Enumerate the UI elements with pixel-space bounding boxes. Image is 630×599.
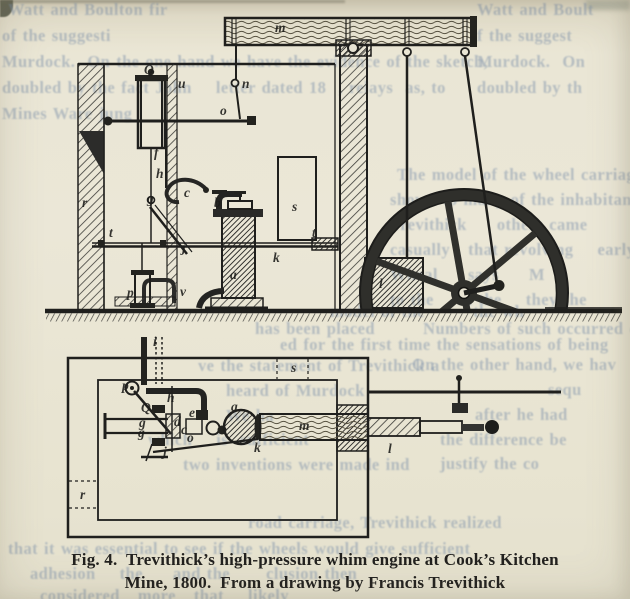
figure-part-label-c: c bbox=[184, 185, 190, 200]
figure-caption-line-2: Mine, 1800. From a drawing by Francis Tr… bbox=[124, 573, 506, 592]
ghost-text-line: heard of Murdock bbox=[226, 381, 365, 400]
ghost-text-line: after he had bbox=[475, 405, 568, 424]
plan-outer-wall bbox=[66, 356, 370, 539]
ghost-text-line: Watt and Boult bbox=[477, 0, 594, 19]
shaft-and-coupling bbox=[222, 408, 499, 446]
figure-part-label-h: h bbox=[167, 390, 175, 405]
feed-pipes bbox=[114, 243, 176, 308]
ghost-text-line: two inventions were made ind bbox=[183, 455, 410, 474]
plan-crank-rod bbox=[368, 375, 561, 413]
figure-part-label-o: o bbox=[220, 103, 227, 118]
connecting-rod-and-crank bbox=[402, 47, 505, 296]
figure-part-label-g: g bbox=[147, 191, 154, 206]
plan-inner-wall bbox=[97, 379, 338, 521]
figure-part-label-e: e bbox=[189, 405, 195, 420]
cylinder bbox=[196, 191, 268, 310]
ghost-text-line: the difference be bbox=[440, 430, 567, 449]
figure-part-label-j: j bbox=[182, 240, 186, 255]
figure-part-label-s: s bbox=[292, 199, 298, 214]
figure-part-label-m: m bbox=[299, 418, 310, 433]
figure-part-label-c: c bbox=[181, 422, 187, 437]
figure-part-label-p: p bbox=[122, 378, 129, 393]
ghost-text-line: adhesion the and the clusion then bbox=[30, 564, 358, 583]
figure-part-label-a: a bbox=[230, 267, 237, 282]
pump-barrel bbox=[135, 68, 168, 243]
ghost-text-line: Murdock. On the one hand we have the evi… bbox=[2, 52, 489, 71]
figure-part-label-g: g bbox=[138, 425, 145, 440]
figure-part-label-j: j bbox=[163, 444, 167, 459]
water-tank bbox=[277, 156, 317, 241]
figure-part-label-l: l bbox=[388, 441, 392, 456]
ghost-text-line: sequ bbox=[548, 380, 582, 399]
figure-part-label-Q: Q bbox=[144, 62, 154, 77]
figure-part-label-v: v bbox=[180, 284, 186, 299]
engine-house-frame bbox=[77, 62, 336, 312]
ghost-text-line: has been placed Numbers of such occurred… bbox=[255, 319, 630, 338]
ghost-text-line: doubled by th bbox=[477, 78, 583, 97]
figure-part-label-h: h bbox=[156, 166, 164, 181]
figure-part-label-n: n bbox=[242, 76, 250, 91]
ghost-text-line: On the other hand, we hav bbox=[412, 355, 617, 374]
figure-part-label-b: b bbox=[214, 195, 221, 210]
figure-part-label-o: o bbox=[187, 430, 194, 445]
figure-part-label-g: g bbox=[139, 415, 146, 430]
figure-part-label-t: t bbox=[312, 225, 316, 240]
figure-caption-line-1: Fig. 4. Trevithick’s high-pressure whim … bbox=[71, 550, 559, 569]
ghost-text-line: justify the co bbox=[440, 454, 540, 473]
ghost-text-line: that it was essential to see if the whee… bbox=[8, 539, 471, 558]
figure-part-label-m: m bbox=[275, 20, 286, 35]
valve-gear bbox=[103, 386, 227, 452]
beam bbox=[223, 16, 477, 47]
figure-part-label-a: a bbox=[231, 399, 238, 414]
figure-part-label-f: f bbox=[154, 145, 159, 160]
figure-part-label-r: r bbox=[80, 487, 86, 502]
figure-part-label-i: i bbox=[153, 334, 157, 349]
ghost-text-line: Watt and Boulton fir bbox=[8, 0, 168, 19]
parallel-motion-links bbox=[103, 45, 256, 188]
figure-part-label-s: s bbox=[291, 360, 297, 375]
ghost-text-line: Murdock. On bbox=[477, 52, 586, 71]
plan-plug-rod bbox=[141, 437, 259, 462]
ghost-text-line: The model of the wheel carriage w bbox=[397, 165, 630, 184]
ghost-text-line: f the suggest bbox=[477, 26, 573, 45]
figure-part-label-t: t bbox=[109, 225, 113, 240]
figure-part-label-k: k bbox=[273, 250, 280, 265]
figure-part-label-l: l bbox=[379, 276, 383, 291]
ground-line bbox=[45, 307, 622, 322]
figure-part-label-k: k bbox=[254, 440, 261, 455]
plug-rod bbox=[92, 237, 339, 251]
upper-figure-elevation bbox=[45, 16, 622, 322]
figure-part-label-r: r bbox=[82, 195, 88, 210]
figure-part-label-Q: Q bbox=[141, 400, 151, 415]
exhaust-pipes bbox=[141, 337, 163, 385]
figure-part-label-p: p bbox=[127, 285, 134, 300]
figure-part-label-d: d bbox=[174, 414, 181, 429]
lower-figure-plan bbox=[66, 337, 561, 539]
ghost-text-line: ed for the first time the sensations of … bbox=[280, 335, 609, 354]
ghost-text-line: of the suggesti bbox=[2, 26, 111, 45]
ghost-text-line: considered more that likely bbox=[40, 586, 289, 599]
figure-part-label-u: u bbox=[178, 76, 186, 91]
